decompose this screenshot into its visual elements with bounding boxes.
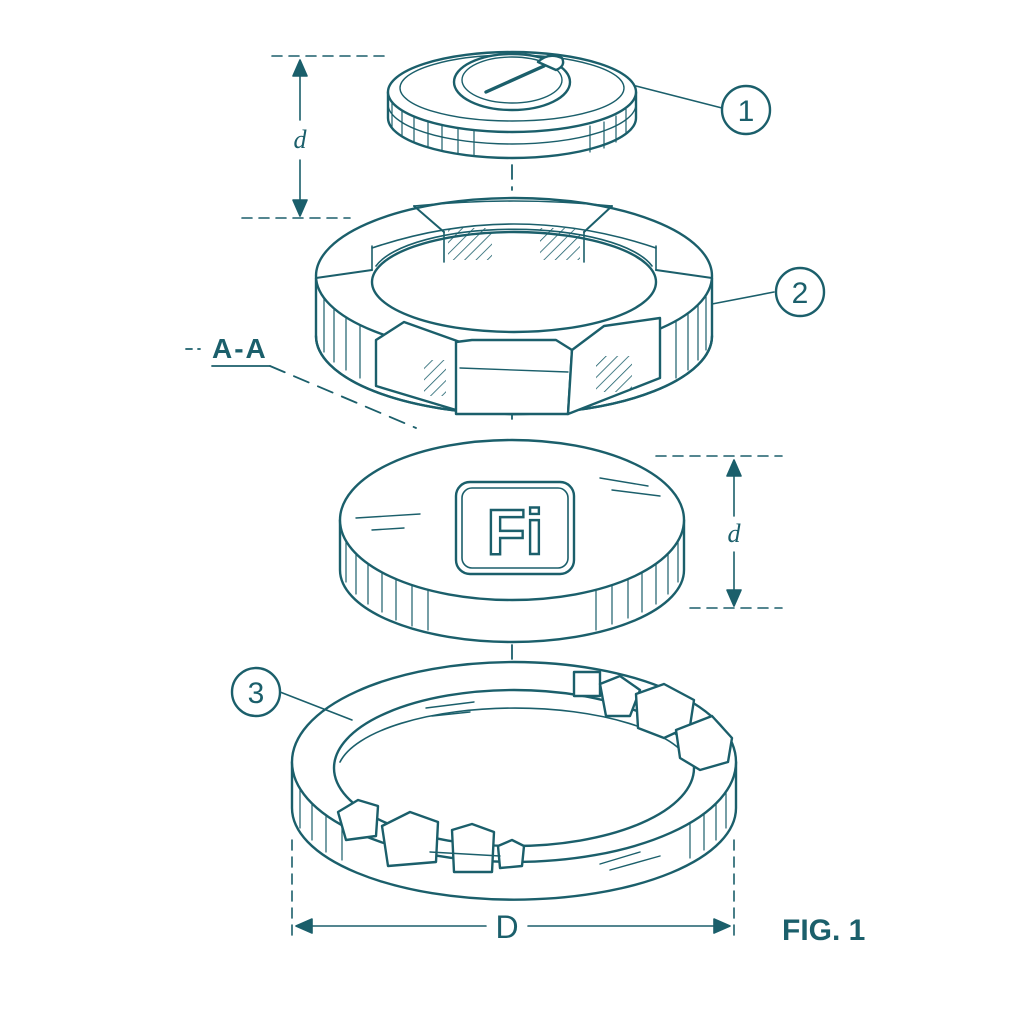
logo-disc bbox=[338, 438, 686, 644]
callout-1-circle bbox=[720, 84, 772, 136]
callout-2-label: 2 bbox=[792, 277, 809, 310]
cap-knob bbox=[452, 52, 572, 112]
figure-label: FIG. 1 bbox=[782, 914, 865, 947]
dim-d-top-label: d bbox=[294, 125, 308, 154]
dim-d-mid-label: d bbox=[728, 519, 742, 548]
fi-logo bbox=[454, 480, 576, 576]
callout-3-circle bbox=[230, 666, 282, 718]
dim-D-label: D bbox=[495, 909, 518, 945]
dimension-D bbox=[291, 839, 735, 941]
section-label: A-A bbox=[212, 333, 268, 364]
callout-1-label: 1 bbox=[738, 95, 755, 128]
logo-text: Fi bbox=[487, 496, 544, 568]
callout-3-label: 3 bbox=[248, 677, 265, 710]
segmented-ring bbox=[314, 196, 714, 416]
dimension-d-top bbox=[241, 55, 389, 219]
cap-disc bbox=[386, 50, 638, 160]
callout-2-circle bbox=[774, 266, 826, 318]
ring-front-segments bbox=[374, 316, 662, 416]
dimension-d-mid bbox=[655, 455, 783, 609]
section-line-a-a bbox=[185, 348, 417, 429]
bearing-rollers bbox=[336, 670, 734, 874]
bearing-ring bbox=[290, 660, 738, 901]
leader-lines bbox=[279, 85, 775, 721]
